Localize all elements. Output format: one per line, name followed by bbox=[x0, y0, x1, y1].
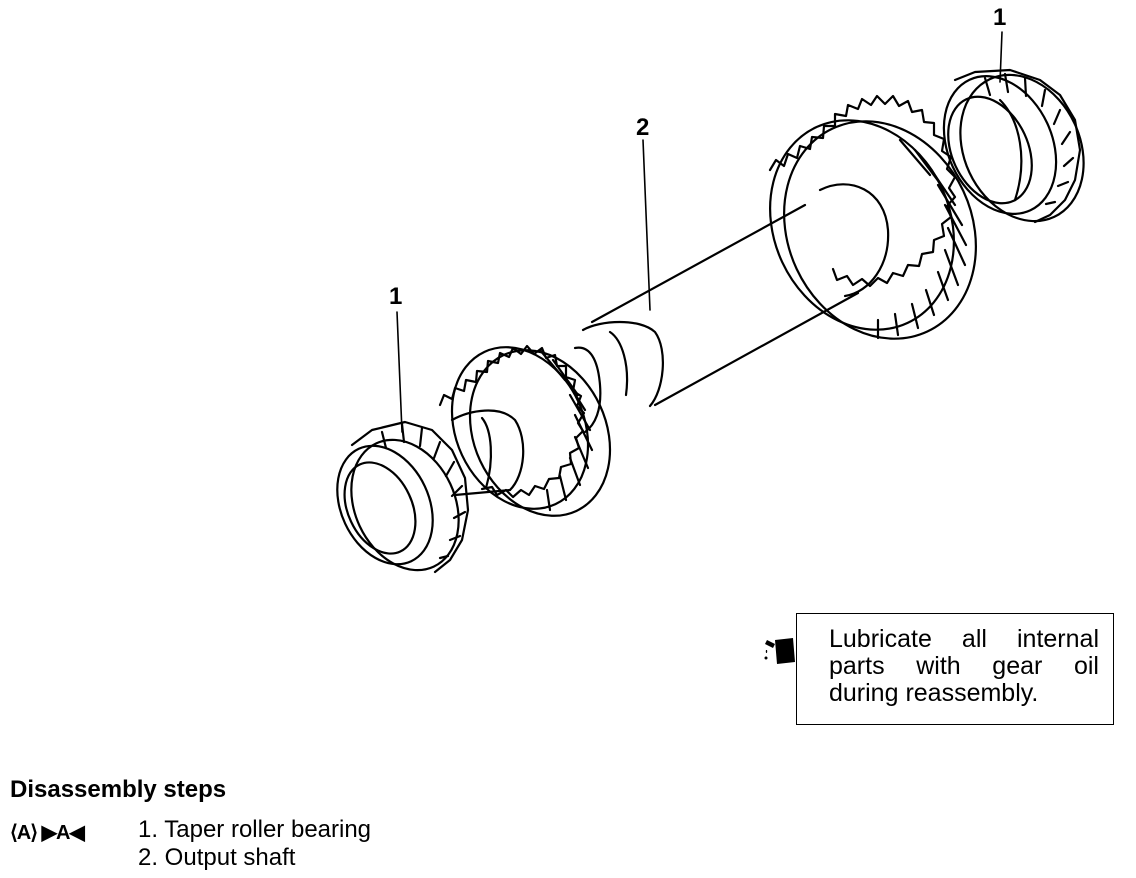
step-item: 2. Output shaft bbox=[138, 844, 296, 871]
service-symbols: ⟨A⟩ ▶A◀ bbox=[10, 822, 85, 844]
taper-roller-bearing-left bbox=[336, 420, 470, 574]
leader-lines bbox=[396, 31, 1003, 433]
callout-bearing-right: 1 bbox=[993, 4, 1007, 31]
lubrication-note: Lubricate all internal parts with gear o… bbox=[764, 613, 1114, 725]
oil-can-icon bbox=[764, 638, 795, 664]
disassembly-steps-heading: Disassembly steps bbox=[10, 776, 227, 803]
taper-roller-bearing-right bbox=[942, 68, 1085, 224]
small-drive-gear bbox=[438, 344, 612, 517]
large-drive-gear bbox=[768, 94, 977, 340]
step-item: 1. Taper roller bearing bbox=[138, 816, 372, 843]
callout-output-shaft: 2 bbox=[636, 114, 650, 141]
lubrication-note-text: Lubricate all internal parts with gear o… bbox=[829, 625, 1099, 707]
callout-bearing-left: 1 bbox=[389, 283, 403, 310]
output-shaft bbox=[450, 183, 890, 497]
